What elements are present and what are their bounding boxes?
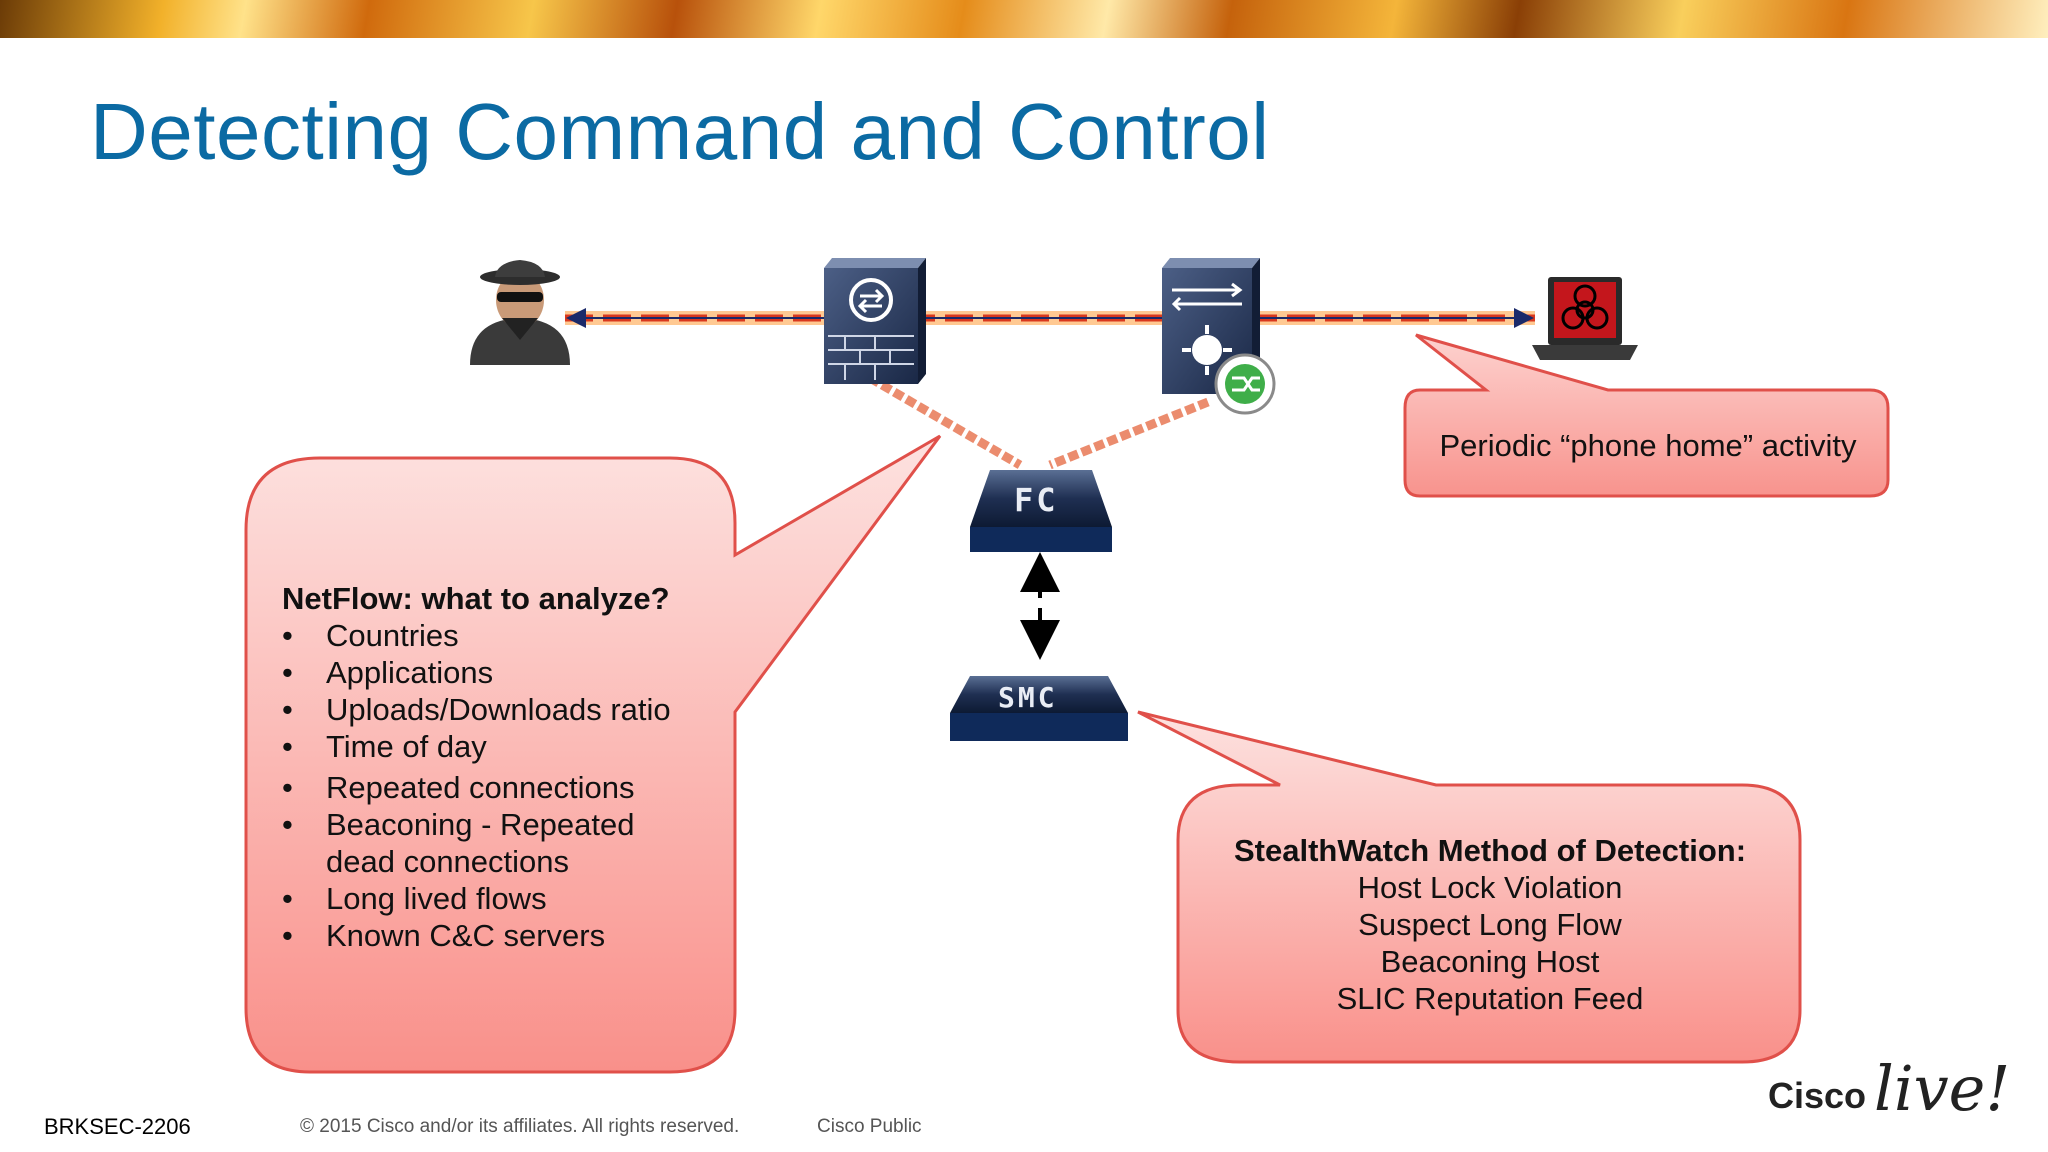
list-item: Suspect Long Flow [1358,907,1622,942]
list-item: Beaconing - Repeated dead connections [282,806,676,880]
stealthwatch-callout [1137,710,1802,1064]
firewall-icon [824,258,926,384]
cisco-live-logo: Cisco live! [1768,1052,2008,1120]
session-code: BRKSEC-2206 [44,1114,191,1139]
fc-label: FC [1014,481,1059,519]
netflow-list: Countries Applications Uploads/Downloads… [282,617,722,954]
list-item: Beaconing Host [1380,944,1600,979]
netflow-callout-text: NetFlow: what to analyze? Countries Appl… [282,580,722,954]
flow-sensor-icon [1214,353,1276,415]
classification: Cisco Public [817,1116,922,1137]
list-item: Long lived flows [282,880,722,917]
copyright: © 2015 Cisco and/or its affiliates. All … [300,1116,740,1137]
list-item: Uploads/Downloads ratio [282,691,722,728]
stealthwatch-callout-text: StealthWatch Method of Detection: Host L… [1186,832,1794,1017]
export-flows [867,374,1210,470]
list-item: Host Lock Violation [1357,870,1623,905]
top-banner [0,0,2048,38]
list-item: Time of day [282,728,722,765]
phone-home-text: Periodic “phone home” activity [1439,428,1857,463]
infected-laptop-icon [1532,277,1638,360]
slide-title: Detecting Command and Control [90,87,1270,176]
fc-appliance [970,470,1112,552]
svg-text:live!: live! [1874,1052,2008,1120]
list-item: Applications [282,654,722,691]
attacker-icon [470,260,570,365]
phone-home-callout [1403,333,1890,498]
stealthwatch-heading: StealthWatch Method of Detection: [1233,833,1747,868]
list-item: SLIC Reputation Feed [1336,981,1644,1016]
smc-appliance [950,676,1128,741]
netflow-heading: NetFlow: what to analyze? [282,581,670,616]
smc-label: SMC [998,681,1058,714]
list-item: Repeated connections [282,769,722,806]
list-item: Countries [282,617,722,654]
svg-text:Cisco: Cisco [1768,1075,1866,1116]
list-item: Known C&C servers [282,917,722,954]
